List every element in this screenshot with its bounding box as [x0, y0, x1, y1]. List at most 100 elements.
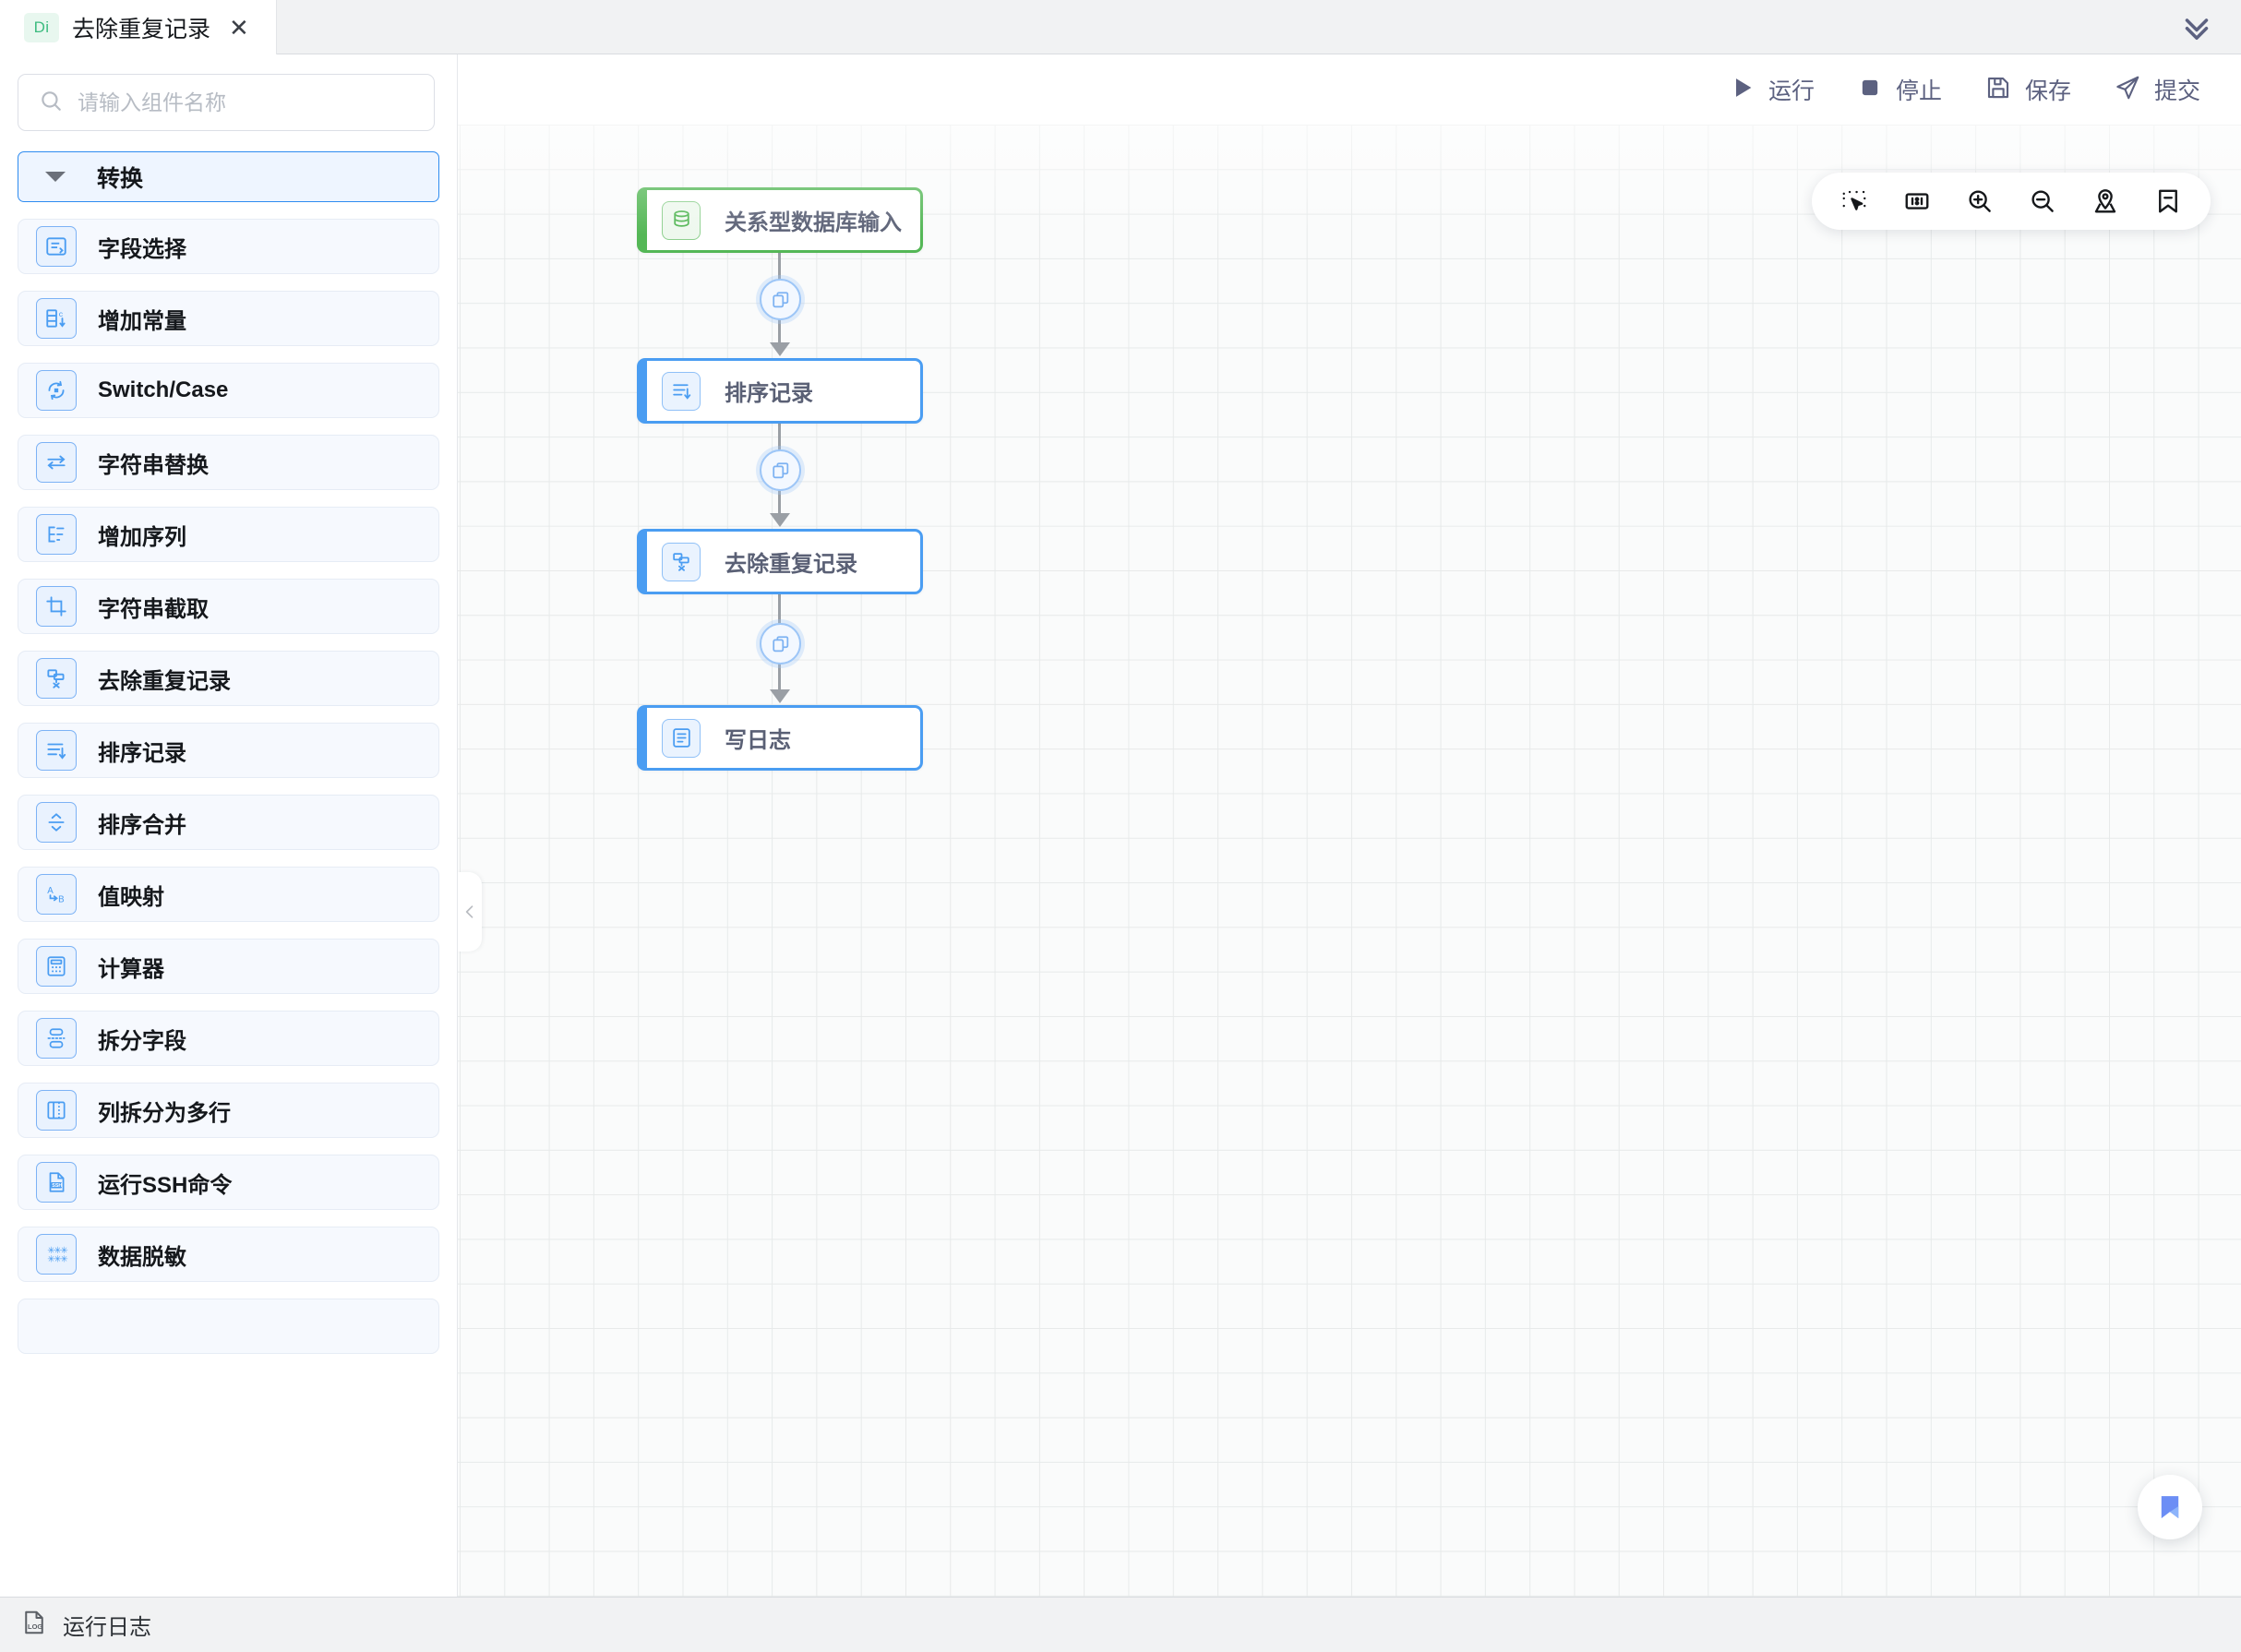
tab-dedupe[interactable]: Di 去除重复记录 ✕ — [0, 0, 277, 54]
svg-text:✳: ✳ — [60, 1255, 67, 1265]
svg-text:✳: ✳ — [60, 1246, 67, 1256]
component-label: 排序合并 — [98, 812, 186, 838]
component-item-next-partial[interactable] — [18, 1299, 439, 1354]
add-sequence-icon — [36, 514, 77, 555]
edge-3-badge[interactable] — [760, 623, 801, 664]
submit-label: 提交 — [2153, 78, 2200, 104]
category-title: 转换 — [97, 165, 144, 192]
svg-text:✳: ✳ — [54, 1246, 61, 1256]
flow-node-label: 去除重复记录 — [725, 552, 857, 577]
string-replace-icon — [36, 442, 77, 483]
stop-label: 停止 — [1895, 78, 1942, 104]
zoom-in-icon[interactable] — [1963, 185, 1996, 218]
split-field-icon — [36, 1018, 77, 1059]
component-item-ssh-command[interactable]: SSH 运行SSH命令 — [18, 1155, 439, 1210]
dedupe-icon — [662, 542, 701, 581]
component-label: 列拆分为多行 — [98, 1100, 231, 1126]
locate-icon[interactable] — [2089, 185, 2122, 218]
save-button[interactable]: 保存 — [1984, 73, 2071, 106]
component-label: 去除重复记录 — [98, 668, 231, 694]
ssh-command-icon: SSH — [36, 1162, 77, 1203]
component-sidebar: 转换 字段选择 c — [0, 54, 458, 1597]
component-item-split-field[interactable]: 拆分字段 — [18, 1011, 439, 1066]
tab-type-badge: Di — [24, 12, 59, 42]
flow-node-rdb-input[interactable]: 关系型数据库输入 — [637, 187, 923, 253]
component-label: 增加常量 — [98, 308, 186, 334]
flow-node-label: 写日志 — [725, 728, 791, 753]
flow-node-label: 排序记录 — [725, 381, 813, 406]
component-item-switch-case[interactable]: Switch/Case — [18, 363, 439, 418]
flow-node-write-log[interactable]: 写日志 — [637, 705, 923, 771]
edge-3-arrow — [770, 689, 790, 703]
data-mask-icon: ✳✳✳ ✳✳✳ — [36, 1234, 77, 1275]
tab-bar: Di 去除重复记录 ✕ — [0, 0, 2241, 54]
edge-1-badge[interactable] — [760, 279, 801, 320]
column-to-rows-icon — [36, 1090, 77, 1131]
component-item-column-to-rows[interactable]: 列拆分为多行 — [18, 1083, 439, 1138]
string-substring-icon — [36, 586, 77, 627]
calculator-icon — [36, 946, 77, 987]
sidebar-collapse-handle[interactable] — [458, 872, 482, 952]
flow-node-dedupe[interactable]: 去除重复记录 — [637, 529, 923, 594]
component-label: 字符串替换 — [98, 452, 209, 478]
run-button[interactable]: 运行 — [1730, 73, 1815, 106]
component-label: 数据脱敏 — [98, 1244, 186, 1270]
component-item-value-map[interactable]: A B 值映射 — [18, 867, 439, 922]
flow-node-sort-rows[interactable]: 排序记录 — [637, 358, 923, 424]
search-input[interactable] — [78, 90, 413, 115]
search-box[interactable] — [18, 74, 435, 131]
edge-1-arrow — [770, 342, 790, 356]
component-item-data-mask[interactable]: ✳✳✳ ✳✳✳ 数据脱敏 — [18, 1227, 439, 1282]
submit-button[interactable]: 提交 — [2114, 73, 2200, 106]
component-label: 增加序列 — [98, 524, 186, 550]
search-icon — [39, 89, 63, 117]
category-header-transform[interactable]: 转换 — [18, 151, 439, 202]
component-label: Switch/Case — [98, 377, 229, 402]
component-item-merge-sort[interactable]: 排序合并 — [18, 795, 439, 850]
component-label: 排序记录 — [98, 740, 186, 766]
action-bar: 运行 停止 保存 提交 — [458, 54, 2241, 125]
svg-text:SSH: SSH — [52, 1183, 62, 1189]
svg-text:A: A — [47, 886, 54, 896]
edge-2-badge[interactable] — [760, 449, 801, 491]
component-item-add-constant[interactable]: c 增加常量 — [18, 291, 439, 346]
stop-icon — [1857, 75, 1883, 105]
component-item-sort-rows[interactable]: 排序记录 — [18, 723, 439, 778]
component-item-dedupe[interactable]: 去除重复记录 — [18, 651, 439, 706]
tab-title: 去除重复记录 — [72, 16, 211, 42]
submit-icon — [2114, 74, 2141, 106]
switch-case-icon — [36, 370, 77, 411]
bookmark-fab[interactable] — [2138, 1475, 2202, 1539]
run-log-label[interactable]: 运行日志 — [63, 1615, 151, 1640]
component-item-calculator[interactable]: 计算器 — [18, 939, 439, 994]
svg-text:✳: ✳ — [47, 1255, 54, 1265]
component-item-add-sequence[interactable]: 增加序列 — [18, 507, 439, 562]
svg-text:LOG: LOG — [28, 1622, 42, 1631]
actual-size-icon[interactable] — [1900, 185, 1934, 218]
component-item-field-select[interactable]: 字段选择 — [18, 219, 439, 274]
tab-bar-spacer — [277, 0, 2152, 54]
double-chevron-down-icon[interactable] — [2152, 0, 2241, 54]
caret-down-icon — [45, 172, 66, 182]
flow-node-label: 关系型数据库输入 — [725, 210, 902, 235]
field-select-icon — [36, 226, 77, 267]
component-label: 值映射 — [98, 884, 164, 910]
sort-rows-icon — [36, 730, 77, 771]
flow-canvas[interactable]: 关系型数据库输入 排序记录 — [458, 125, 2241, 1597]
svg-text:✳: ✳ — [54, 1255, 61, 1265]
component-label: 拆分字段 — [98, 1028, 186, 1054]
dedupe-icon — [36, 658, 77, 699]
merge-sort-icon — [36, 802, 77, 843]
status-bar: LOG 运行日志 — [0, 1597, 2241, 1652]
stop-button[interactable]: 停止 — [1857, 73, 1942, 106]
zoom-out-icon[interactable] — [2026, 185, 2059, 218]
value-map-icon: A B — [36, 874, 77, 915]
play-icon — [1730, 75, 1756, 105]
add-constant-icon: c — [36, 298, 77, 339]
close-icon[interactable]: ✕ — [229, 13, 249, 42]
component-item-string-replace[interactable]: 字符串替换 — [18, 435, 439, 490]
component-label: 计算器 — [98, 956, 164, 982]
component-item-substring[interactable]: 字符串截取 — [18, 579, 439, 634]
bookmark-minus-icon[interactable] — [2151, 185, 2185, 218]
marquee-select-icon[interactable] — [1838, 185, 1871, 218]
